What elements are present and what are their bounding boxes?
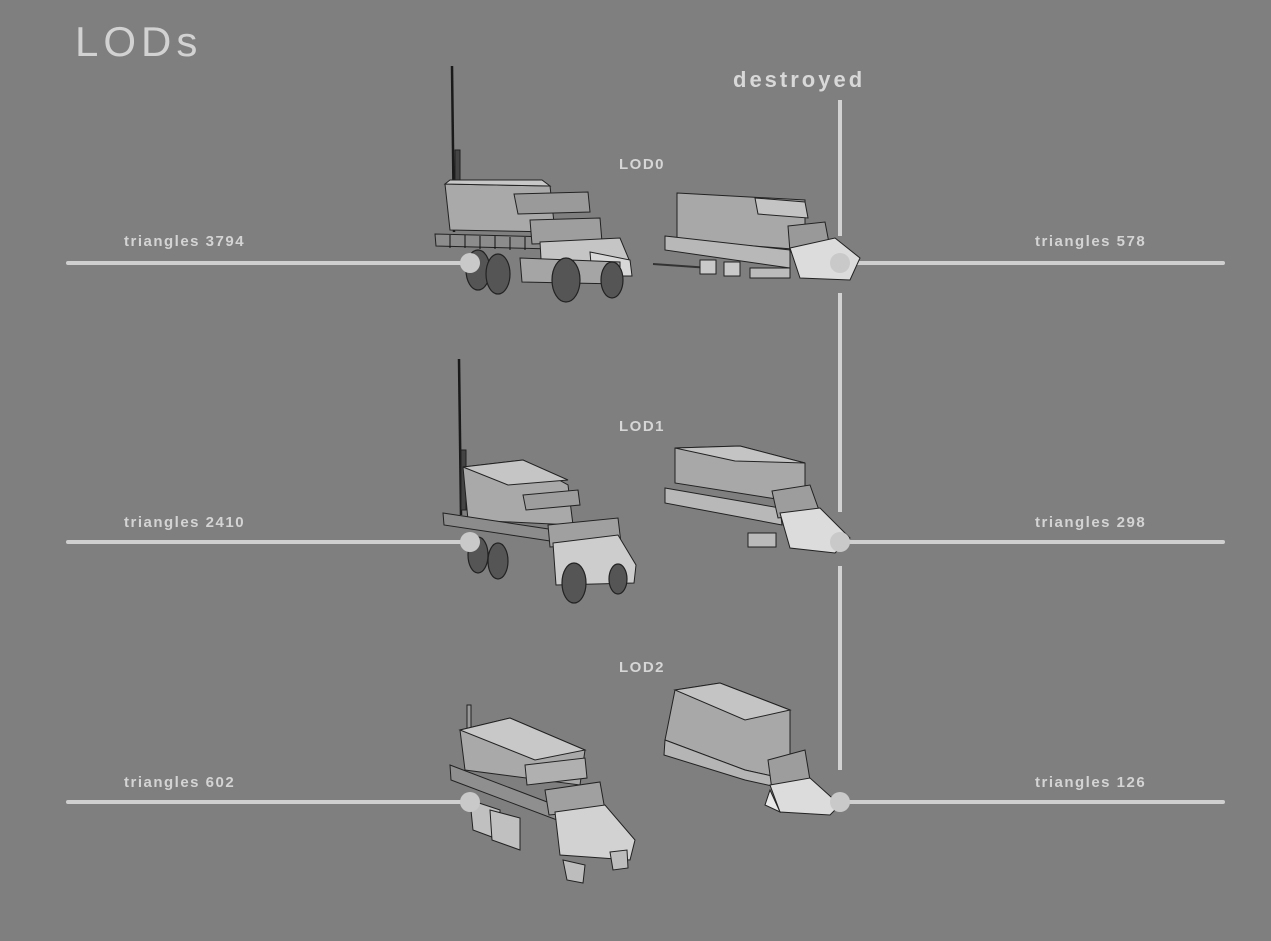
lod0-destroyed-node [830,253,850,273]
lod1-label: LOD1 [619,418,666,435]
lod1-destroyed-truck-model [664,445,851,554]
destroyed-column-label: destroyed [733,67,866,92]
lod2-destroyed-triangles: triangles 126 [1035,774,1147,791]
lod2-intact-triangles: triangles 602 [124,774,236,791]
lod0-label: LOD0 [619,156,666,173]
destroyed-connector-lod1-lod2 [838,566,842,770]
lod0-intact-line [66,261,470,265]
lod2-intact-truck-model [449,704,636,884]
lod1-intact-truck-model [442,358,637,604]
lod0-destroyed-line [840,261,1225,265]
lod1-destroyed-line [840,540,1225,544]
lod2-label: LOD2 [619,659,666,676]
lod1-destroyed-node [830,532,850,552]
lod2-destroyed-node [830,792,850,812]
lod1-intact-triangles: triangles 2410 [124,514,246,531]
lod0-intact-truck-model [434,65,633,303]
lod1-destroyed-triangles: triangles 298 [1035,514,1147,531]
destroyed-connector-lod0-lod1 [838,293,842,512]
lod2-destroyed-truck-model [663,682,841,816]
lod0-destroyed-truck-model [652,192,861,281]
lod1-intact-node [460,532,480,552]
lod0-destroyed-triangles: triangles 578 [1035,233,1147,250]
lod2-intact-node [460,792,480,812]
lod0-intact-node [460,253,480,273]
lod1-intact-line [66,540,470,544]
lod2-intact-line [66,800,470,804]
lod2-destroyed-line [840,800,1225,804]
lod0-intact-triangles: triangles 3794 [124,233,246,250]
page-title: LODs [75,18,203,65]
destroyed-connector-top [838,100,842,236]
